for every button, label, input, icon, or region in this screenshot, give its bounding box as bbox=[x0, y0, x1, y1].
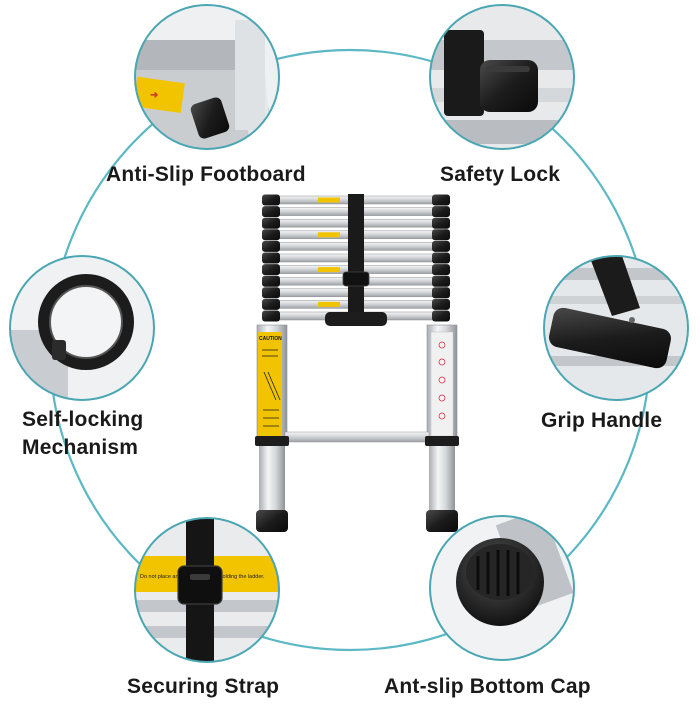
info-pictograms bbox=[438, 341, 446, 420]
rung-end-cap bbox=[432, 217, 450, 229]
detail-footboard: ➜ bbox=[135, 5, 279, 149]
rung-end-cap bbox=[432, 252, 450, 264]
rung-end-cap bbox=[262, 275, 280, 287]
rung-end-cap bbox=[432, 194, 450, 206]
detail-self-locking bbox=[10, 256, 154, 400]
caution-text: CAUTION bbox=[259, 336, 282, 342]
caution-sticker bbox=[258, 332, 282, 436]
left-rail-lower bbox=[259, 440, 285, 520]
caution-pictograms bbox=[262, 349, 281, 427]
rung-end-cap bbox=[262, 310, 280, 322]
right-collar bbox=[425, 436, 459, 446]
label-grip-handle: Grip Handle bbox=[541, 409, 663, 432]
rung-warning-tag bbox=[318, 232, 340, 238]
detail-self-locking-border bbox=[9, 255, 155, 401]
carry-handle bbox=[325, 312, 387, 326]
rung-end-cap bbox=[432, 264, 450, 276]
right-rail-lower bbox=[429, 440, 455, 520]
rung-end-cap bbox=[262, 298, 280, 310]
svg-text:➜: ➜ bbox=[150, 90, 158, 101]
rung-end-cap bbox=[432, 287, 450, 299]
rung-warning-tag bbox=[318, 197, 340, 203]
detail-safety-lock-border bbox=[429, 4, 575, 150]
detail-grip-handle-border bbox=[543, 255, 689, 401]
detail-safety-lock bbox=[430, 5, 574, 149]
rung-end-cap bbox=[262, 240, 280, 252]
label-anti-slip-footboard: Anti-Slip Footboard bbox=[106, 163, 306, 186]
rung-end-cap bbox=[432, 310, 450, 322]
rung-end-cap bbox=[262, 217, 280, 229]
label-self-locking-line1: Self-locking bbox=[22, 408, 144, 431]
center-buckle bbox=[342, 271, 370, 287]
rung-end-cap bbox=[432, 240, 450, 252]
center-strap bbox=[348, 194, 364, 316]
telescopic-ladder: CAUTION bbox=[255, 194, 459, 532]
detail-securing-strap-border bbox=[134, 517, 280, 663]
rung-end-cap bbox=[262, 206, 280, 218]
rung-end-cap bbox=[432, 275, 450, 287]
rung-warning-tag bbox=[318, 301, 340, 307]
info-sticker bbox=[430, 331, 454, 437]
rung-end-cap bbox=[262, 287, 280, 299]
detail-bottom-cap bbox=[430, 516, 574, 660]
rung-end-cap bbox=[262, 252, 280, 264]
rung-end-cap bbox=[262, 264, 280, 276]
detail-grip-handle bbox=[544, 256, 688, 400]
rung-end-cap bbox=[262, 194, 280, 206]
bottom-rung bbox=[284, 431, 430, 443]
label-self-locking-mechanism: Self-locking Mechanism bbox=[22, 406, 143, 462]
label-self-locking-line2: Mechanism bbox=[22, 436, 139, 459]
detail-securing-strap: Do not place any fingers, before holding… bbox=[135, 518, 279, 662]
detail-footboard-border bbox=[134, 4, 280, 150]
detail-bottom-cap-border bbox=[429, 515, 575, 661]
left-collar bbox=[255, 436, 289, 446]
rung-end-cap bbox=[432, 206, 450, 218]
rung-end-cap bbox=[432, 298, 450, 310]
left-foot-cap bbox=[256, 510, 288, 532]
label-safety-lock: Safety Lock bbox=[440, 163, 561, 186]
rung-end-cap bbox=[262, 229, 280, 241]
rung-end-cap bbox=[432, 229, 450, 241]
rung-warning-tag bbox=[318, 267, 340, 273]
label-ant-slip-bottom-cap: Ant-slip Bottom Cap bbox=[384, 675, 591, 698]
right-foot-cap bbox=[426, 510, 458, 532]
label-securing-strap: Securing Strap bbox=[127, 675, 280, 698]
